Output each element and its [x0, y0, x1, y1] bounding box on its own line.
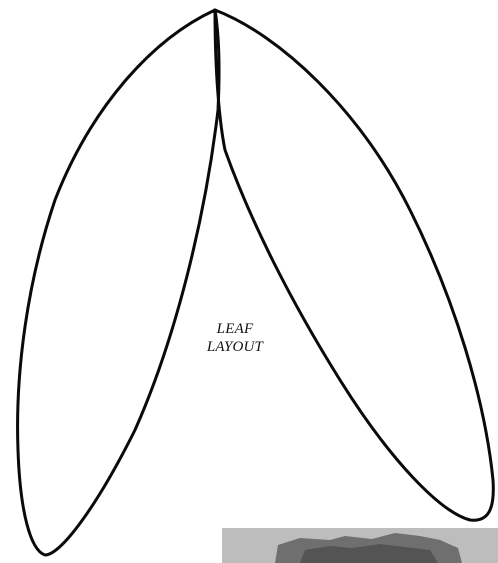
leaf-label-line1: LEAF [216, 321, 254, 337]
right-leaf-outline [215, 10, 493, 520]
scan-artifact [222, 528, 498, 563]
apex-point [213, 9, 218, 14]
leaf-label-line2: LAYOUT [206, 339, 265, 355]
left-leaf-outline [18, 10, 219, 555]
